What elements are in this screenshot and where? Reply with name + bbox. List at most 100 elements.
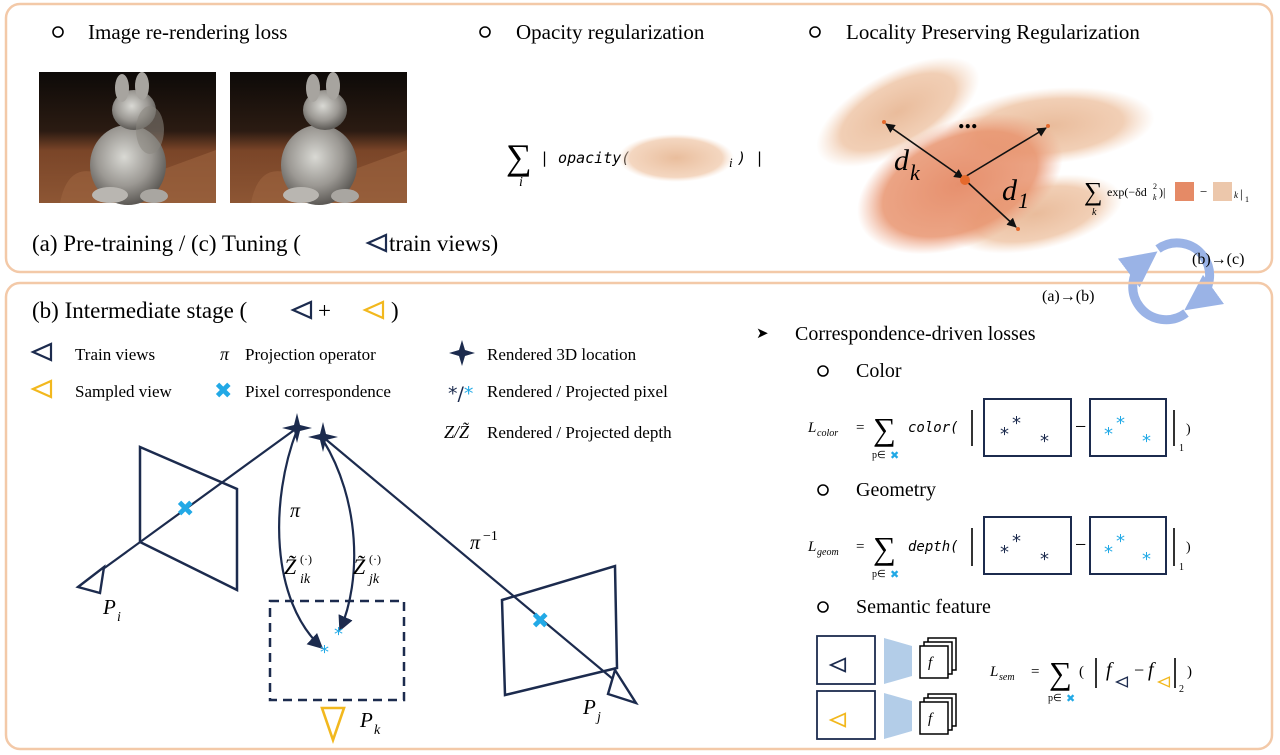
svg-text:): ) [1186,422,1191,437]
cycle-label-bc: (b)→(c) [1192,251,1244,268]
svg-text:=: = [1031,664,1039,680]
svg-text:=: = [856,420,864,436]
stage-a-c-caption: (a) Pre-training / (c) Tuning ( [32,231,301,256]
svg-text:−: − [1075,534,1086,556]
intermediate-stage-title: (b) Intermediate stage ( [32,298,247,323]
locality-exp: exp(−δd [1107,185,1147,199]
locality-exp-sub: k [1153,193,1157,202]
p-k-label: P [359,708,373,732]
svg-text:*: * [1142,549,1151,570]
cycle-label-ab: (a)→(b) [1042,288,1094,305]
p-k-sub: k [374,723,381,738]
locality-sum-symbol: ∑ [1084,177,1103,206]
legend-sampled-view: Sampled view [75,382,173,401]
svg-text:*: * [1040,549,1049,570]
z-ik-label: Z̃ [284,554,297,579]
svg-text:geom: geom [817,547,839,558]
svg-text:2: 2 [1179,684,1184,695]
svg-text:−: − [1075,416,1086,438]
svg-text:∑: ∑ [873,530,896,566]
color-label: Color [856,360,902,382]
opacity-regularization-label: Opacity regularization [516,20,705,44]
svg-text:✖: ✖ [176,497,194,522]
svg-text:f: f [928,655,934,671]
locality-exp-sup: 2 [1153,182,1157,191]
title-close: ) [391,298,399,323]
image-rerendering-label: Image re-rendering loss [88,20,287,44]
legend-pixel-correspondence: Pixel correspondence [245,382,391,401]
svg-text:∑: ∑ [1049,655,1072,691]
top-panel-frame [4,2,1274,274]
legend-rendered-3d: Rendered 3D location [487,345,637,364]
train-view-icon [31,342,53,362]
svg-text:f: f [1148,659,1156,681]
locality-gaussians [816,56,1155,255]
svg-text:p∈: p∈ [872,569,886,580]
opacity-sum-subscript: i [519,175,523,190]
p-j-sub: j [595,710,601,725]
rendered-image-left [39,72,216,205]
svg-text:*: * [1012,413,1021,434]
color-loss-formula: L color = ∑ p∈ ✖ color( * * * − * * * 1 … [807,398,1191,462]
bottom-panel-frame [4,281,1274,751]
svg-text:f: f [928,711,934,727]
svg-text:): ) [1187,664,1192,680]
semantic-loss-formula: L sem = ∑ p∈ ✖ ( f − f 2 ) [989,655,1192,705]
bullet-icon [817,365,829,377]
dk-subscript: k [910,160,921,185]
svg-text:color: color [817,428,838,439]
svg-text:*: * [1000,424,1009,445]
z-jk-sub: jk [367,572,380,587]
p-i-label: P [102,595,116,619]
correspondence-losses-header: Correspondence-driven losses [795,323,1036,345]
svg-text:−: − [1134,660,1144,680]
svg-text:1: 1 [1179,443,1184,454]
svg-text:f: f [1106,659,1114,681]
svg-text:*: * [1142,431,1151,452]
svg-text:*: * [1116,531,1125,552]
geometry-label: Geometry [856,479,936,501]
d1-subscript: 1 [1018,188,1029,213]
svg-text:p∈: p∈ [872,450,886,461]
locality-sum-subscript: k [1092,207,1097,218]
svg-text:✖: ✖ [531,609,549,634]
star-icon [449,340,475,366]
svg-text:*: * [334,624,343,645]
train-view-icon [291,300,313,320]
z-ik-sub: ik [300,572,311,587]
opacity-close: ) | [737,149,764,167]
locality-norm: 1 [1245,195,1249,204]
svg-text:sem: sem [999,672,1015,683]
svg-text:): ) [1186,540,1191,555]
neighbor-dot [1016,227,1020,231]
legend-rendered-projected-depth: Rendered / Projected depth [487,423,672,442]
neighbor-dot [882,120,886,124]
svg-text:L: L [989,664,998,680]
pi-inverse-label: π [470,532,481,554]
svg-text:*: * [1000,542,1009,563]
svg-text:*: * [1104,542,1113,563]
sampled-view-icon [363,300,385,320]
bullet-icon [809,26,821,38]
neighbor-dot [1046,124,1050,128]
z-jk-label: Z̃ [353,554,366,579]
svg-text:1: 1 [1179,562,1184,573]
neighbor-ellipsis: ... [958,105,978,134]
pi-label: π [290,500,301,522]
asterisk-icon: */* [448,383,473,405]
locality-sub-k: k [1234,190,1239,200]
svg-text:*: * [320,642,329,663]
legend-depth-symbol: Z/Z̃ [444,422,470,442]
legend-train-views: Train views [75,345,155,364]
peach-swatch [1213,182,1232,201]
svg-text:*: * [1104,424,1113,445]
locality-exp-close: )| [1159,185,1165,199]
z-jk-sup: (·) [369,552,381,566]
cross-icon: ✖ [214,379,232,404]
p-i-sub: i [117,610,121,625]
semantic-feature-pipeline: f f [816,635,957,740]
bullet-icon [817,484,829,496]
locality-minus: − [1200,184,1207,199]
train-views-caption: train views) [389,231,498,256]
